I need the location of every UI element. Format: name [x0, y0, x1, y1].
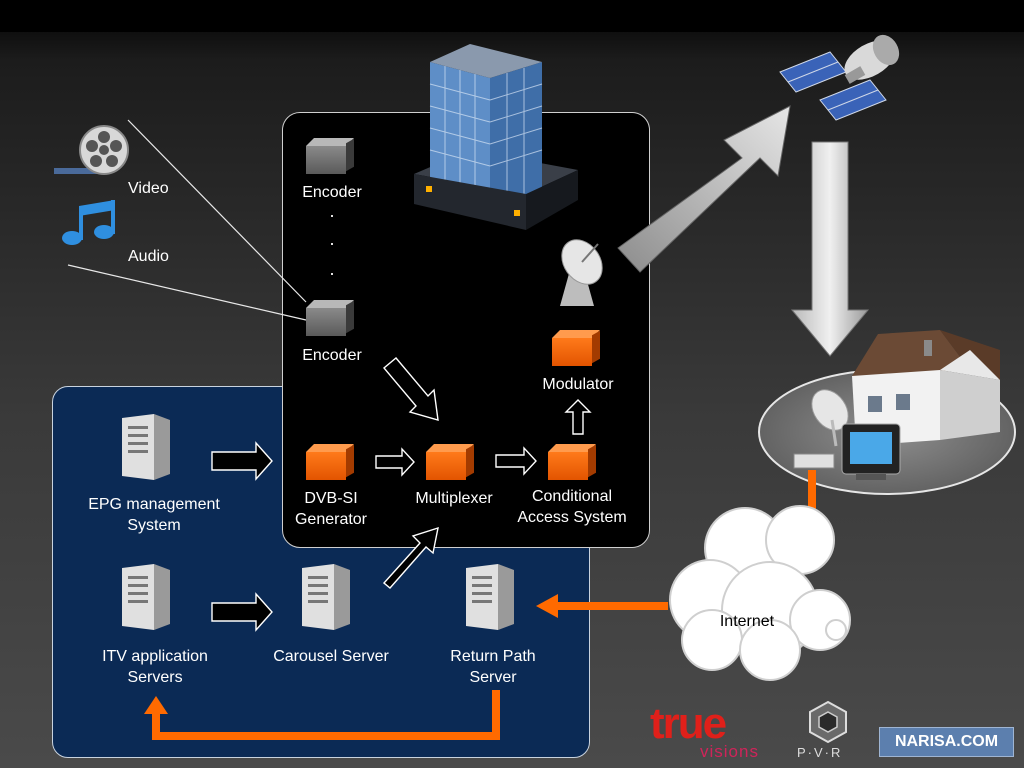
- multiplexer-label: Multiplexer: [415, 490, 493, 507]
- return-path-label: Return Path Server: [450, 648, 536, 686]
- carousel-label: Carousel Server: [273, 648, 389, 665]
- return-path-arrowhead: [144, 696, 168, 714]
- video-label: Video: [128, 180, 169, 197]
- modulator-label: Modulator: [542, 376, 614, 393]
- downlink-arrow: [790, 141, 870, 357]
- uplink-arrow: [617, 105, 791, 273]
- audio-label: Audio: [128, 248, 169, 265]
- tv-icon: [841, 423, 901, 480]
- cas-cube: [548, 444, 598, 480]
- cas-label: Conditional Access System: [517, 488, 627, 526]
- dvbsi-to-mux-arrow: [375, 447, 415, 477]
- mux-to-cas-arrow: [495, 446, 537, 476]
- epg-label: EPG management System: [88, 496, 220, 534]
- internet-to-return-arrowhead: [536, 594, 558, 618]
- encoder-top-label: Encoder: [302, 184, 362, 201]
- dvbsi-cube: [306, 444, 356, 480]
- home-dish-icon: [811, 389, 849, 447]
- return-path-line: [152, 690, 500, 740]
- encoder-top-cube: [306, 138, 356, 174]
- encoder-to-mux-arrow: [383, 357, 439, 421]
- encoder-bottom-cube: [306, 300, 356, 336]
- carousel-arrow: [382, 526, 439, 589]
- encoder-dot-1: ·: [329, 205, 335, 225]
- dvbsi-label: DVB-SI Generator: [294, 490, 368, 528]
- video-input-line: [127, 119, 307, 303]
- modulator-cube: [552, 330, 602, 366]
- pvr-logo-icon: [809, 700, 847, 744]
- audio-input-line: [67, 264, 307, 321]
- narisa-logo: NARISA.COM: [879, 727, 1014, 757]
- top-bar: [0, 0, 1024, 32]
- epg-arrow: [211, 441, 273, 481]
- encoder-bottom-label: Encoder: [302, 347, 362, 364]
- true-logo: true: [650, 699, 727, 748]
- internet-label: Internet: [719, 613, 775, 630]
- visions-logo-text: visions: [700, 742, 759, 761]
- music-note-icon: [62, 200, 115, 245]
- server-icon: [122, 564, 170, 630]
- itv-label: ITV application Servers: [102, 648, 208, 686]
- server-icon: [302, 564, 350, 630]
- multiplexer-cube: [426, 444, 476, 480]
- cas-to-modulator-arrow: [564, 399, 592, 435]
- office-building-icon: [414, 44, 578, 230]
- cloud-icon: [669, 505, 851, 681]
- settop-box: [793, 453, 835, 469]
- server-icon: [122, 414, 170, 480]
- satellite-dish-icon: [560, 239, 603, 306]
- satellite-icon: [779, 34, 900, 121]
- film-reel-icon: [54, 125, 129, 175]
- itv-arrow: [211, 592, 273, 632]
- encoder-dot-2: ·: [329, 233, 335, 253]
- server-icon: [466, 564, 514, 630]
- house-icon: [852, 330, 1000, 446]
- pvr-logo-text: P·V·R: [797, 745, 843, 760]
- encoder-dot-3: ·: [329, 263, 335, 283]
